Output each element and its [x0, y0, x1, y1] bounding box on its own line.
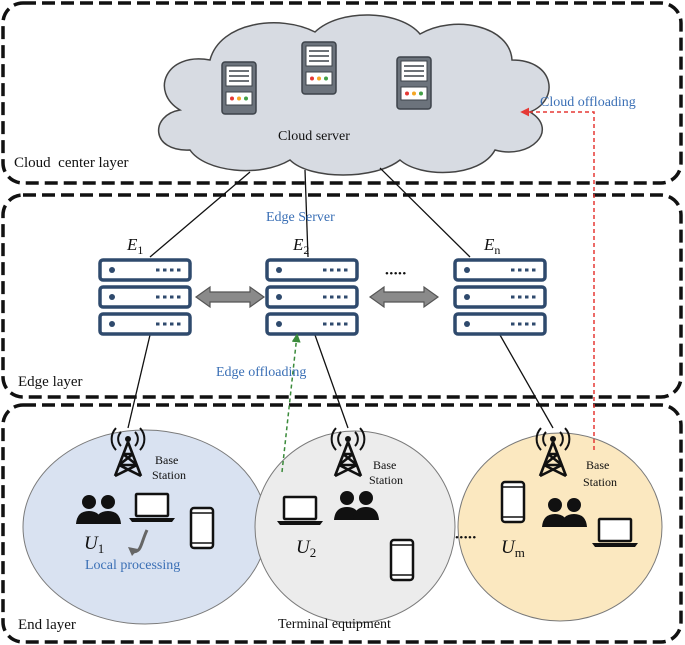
- user-group-1-area: [22, 429, 268, 625]
- edge-server-ellipsis: •••••: [385, 268, 407, 280]
- end-layer-ellipsis: •••••: [455, 532, 477, 544]
- edge-server-n-icon: [455, 260, 545, 334]
- edge-layer-box: [1, 193, 683, 399]
- cloud-offloading-label: Cloud offloading: [540, 95, 636, 110]
- local-processing-arrowhead-icon: [128, 547, 138, 556]
- cloud-edge-link-n: [379, 167, 471, 258]
- cloud-server-label: Cloud server: [278, 129, 350, 144]
- base-station-label-line1: Base: [586, 458, 609, 472]
- base-station-label-line2: Station: [369, 473, 403, 487]
- base-station-label-line1: Base: [373, 458, 396, 472]
- edge-server-label: Edge Server: [266, 210, 335, 225]
- phone-icon: [500, 480, 526, 524]
- edge-station-link-n: [499, 334, 554, 429]
- edge-sync-arrow-2: [368, 285, 440, 309]
- cloud-center-layer-box: [1, 1, 683, 185]
- end-layer-label: End layer: [18, 617, 76, 633]
- base-station-label-line1: Base: [155, 453, 178, 467]
- cloud-shape: [157, 14, 550, 176]
- edge-station-link-2: [314, 334, 349, 429]
- base-station-label-line2: Station: [583, 475, 617, 489]
- cloud-edge-link-2: [304, 169, 309, 258]
- base-station-2-label: Base Station: [369, 458, 403, 487]
- cloud-offloading-arrow: [520, 107, 595, 450]
- edge-server-1-icon: [100, 260, 190, 334]
- edge-sync-arrow-1: [194, 285, 266, 309]
- phone-icon: [389, 538, 415, 582]
- base-station-1-label: Base Station: [152, 453, 186, 482]
- terminal-equipment-label: Terminal equipment: [278, 617, 391, 632]
- edge-layer-label: Edge layer: [18, 374, 83, 390]
- cloud-center-layer-label: Cloud center layer: [14, 155, 129, 171]
- cloud-edge-link-1: [149, 171, 251, 258]
- cloud-rack-server-icon: [396, 56, 432, 110]
- base-station-label-line2: Station: [152, 468, 186, 482]
- local-processing-label: Local processing: [85, 558, 180, 573]
- edge-server-n-label: En: [483, 235, 500, 257]
- edge-station-link-1: [127, 334, 151, 429]
- cloud-rack-server-icon: [221, 61, 257, 115]
- edge-offloading-arrow: [281, 333, 301, 473]
- cloud-rack-server-icon: [301, 41, 337, 95]
- edge-offloading-label: Edge offloading: [216, 365, 306, 380]
- base-station-m-label: Base Station: [583, 458, 617, 489]
- edge-server-2-icon: [267, 260, 357, 334]
- end-layer-box: [1, 403, 683, 644]
- edge-server-1-label: E1: [126, 235, 143, 257]
- phone-icon: [189, 506, 215, 550]
